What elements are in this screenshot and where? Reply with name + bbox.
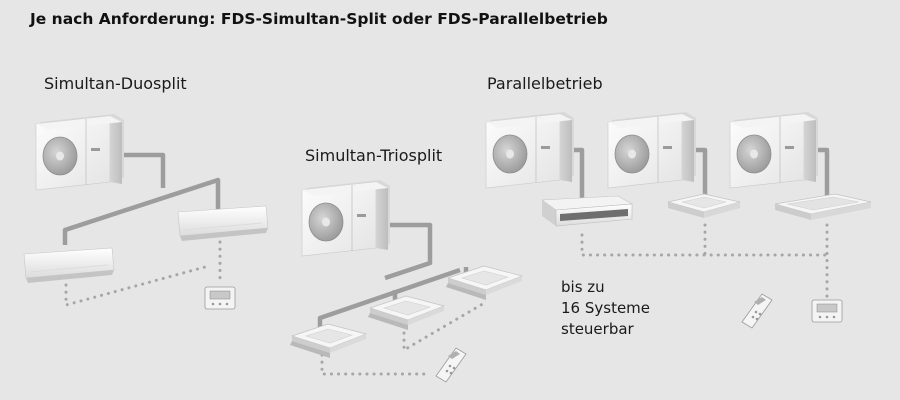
duosplit-wall-unit-1 — [177, 205, 269, 242]
triosplit-group — [289, 179, 523, 383]
parallel-group — [485, 111, 872, 329]
duosplit-pipes — [62, 152, 221, 245]
parallel-thermostat-icon — [811, 299, 843, 323]
triosplit-label: Simultan-Triosplit — [305, 146, 443, 165]
duosplit-label: Simultan-Duosplit — [44, 74, 187, 93]
parallel-remote-icon — [741, 293, 773, 329]
diagram-title: Je nach Anforderung: FDS-Simultan-Split … — [30, 10, 608, 28]
duosplit-group — [23, 113, 269, 310]
parallel-ducted-unit — [541, 195, 633, 227]
parallel-ceiling-unit — [774, 193, 872, 220]
parallel-control-line — [580, 223, 829, 302]
duosplit-thermostat-icon — [204, 286, 236, 310]
parallel-outdoor-unit-2 — [607, 111, 697, 189]
duosplit-control-line — [64, 240, 222, 307]
system-count-note: bis zu 16 Systeme steuerbar — [561, 277, 650, 340]
note-line-2: 16 Systeme — [561, 299, 651, 317]
duosplit-outdoor-unit — [35, 113, 125, 191]
parallel-label: Parallelbetrieb — [487, 74, 603, 93]
triosplit-control-line — [320, 300, 488, 376]
duosplit-wall-unit-2 — [23, 247, 115, 284]
note-line-3: steuerbar — [561, 320, 634, 338]
note-line-1: bis zu — [561, 278, 605, 296]
parallel-outdoor-unit-3 — [729, 111, 819, 189]
parallel-outdoor-unit-1 — [485, 111, 575, 189]
triosplit-remote-icon — [435, 347, 467, 383]
triosplit-cassette-3 — [289, 323, 367, 359]
triosplit-cassette-2 — [367, 295, 445, 331]
triosplit-outdoor-unit — [301, 179, 391, 257]
parallel-cassette-unit — [667, 193, 741, 218]
